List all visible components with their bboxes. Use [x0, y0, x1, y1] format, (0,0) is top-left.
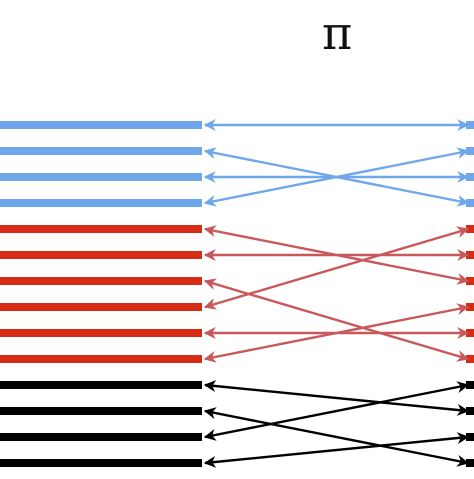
arrow-red-2 — [203, 278, 470, 362]
arrow-black-2 — [203, 381, 470, 441]
arrow-blue-3 — [203, 147, 470, 207]
bars-layer — [0, 121, 474, 467]
arrows-layer — [203, 119, 470, 468]
pi-symbol: π — [322, 6, 353, 60]
arrow-black-1 — [203, 407, 470, 467]
arrow-black-3 — [203, 432, 470, 468]
arrow-black-0 — [203, 380, 470, 416]
arrow-red-5 — [203, 303, 470, 363]
arrow-red-3 — [203, 226, 470, 310]
